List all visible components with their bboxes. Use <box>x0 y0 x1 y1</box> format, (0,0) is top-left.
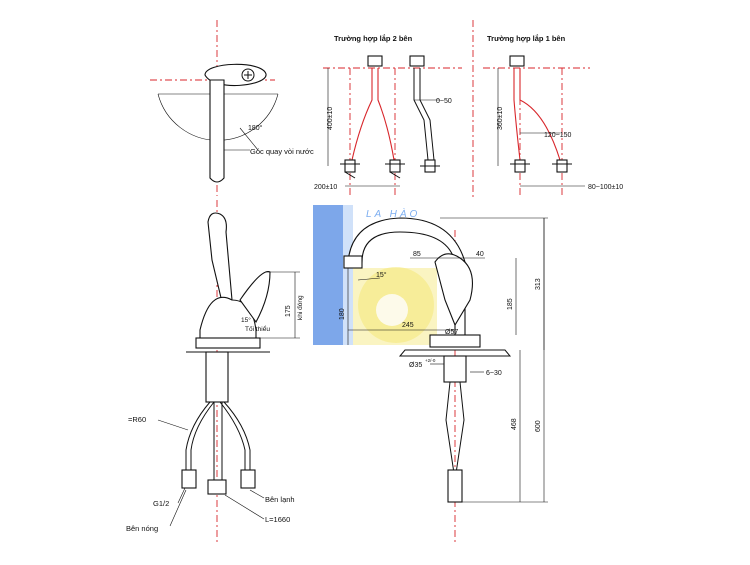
min-label: Tối thiểu <box>245 324 270 333</box>
hose-side-2 <box>413 68 429 161</box>
dim-313-label: 313 <box>535 278 542 290</box>
side-hose-left-2 <box>190 401 215 470</box>
front-base <box>429 334 481 348</box>
lever-knob <box>241 68 255 82</box>
side-hose-right <box>223 401 251 470</box>
dim-468-label: 468 <box>511 418 518 430</box>
valve-one-left <box>510 159 530 173</box>
side-angle-label: 15° <box>241 316 251 324</box>
leader-cold <box>249 489 265 499</box>
spout-angle-line <box>357 277 381 281</box>
hot-label: Bên nóng <box>126 524 158 533</box>
side-view: 175 khi đóng 15° Tối thiểu =R60 G1/2 Bên… <box>126 200 304 545</box>
top-view: 180° Góc quay vòi nước <box>150 20 314 196</box>
hose-radius-label: =R60 <box>128 415 146 424</box>
front-view: 15° 85 40 313 185 180 245 Ø57 Ø35 +2/-0 … <box>339 217 548 545</box>
leader-hot <box>169 489 187 527</box>
dim-85-label: 85 <box>413 251 421 258</box>
dim-40-label: 40 <box>476 251 484 258</box>
install-two-side: Trường hợp lắp 2 bên 400±10 0~50 200±10 <box>314 34 462 195</box>
side-hose-center <box>213 402 223 491</box>
two-side-title: Trường hợp lắp 2 bên <box>334 34 413 43</box>
dim-600-label: 600 <box>535 420 542 432</box>
front-counter <box>398 349 512 357</box>
side-shank <box>205 351 229 403</box>
height-label-1: 360±10 <box>497 107 504 130</box>
offset-label-1: 120~150 <box>544 132 572 139</box>
front-lever <box>434 253 473 327</box>
leader-radius <box>157 419 189 431</box>
rotation-caption: Góc quay vòi nước <box>250 147 314 156</box>
valve-left <box>340 159 360 179</box>
dim-base-label: Ø57 <box>445 329 458 336</box>
install-one-side: Trường hợp lắp 1 bên 360±10 120~150 80~1… <box>472 20 623 200</box>
valve-one-right <box>552 159 572 173</box>
leader-angle <box>239 127 259 151</box>
hose-hot-2 <box>351 68 373 161</box>
dim-thickness-label: 6~30 <box>486 370 502 377</box>
side-hose-right-2 <box>219 401 246 470</box>
leader-thread <box>177 487 186 504</box>
side-nut-left <box>181 469 197 489</box>
leader-length <box>224 494 265 520</box>
spacing-label-2: 200±10 <box>314 184 337 191</box>
hose-cold-1 <box>519 68 561 161</box>
dim-180-label: 180 <box>339 308 346 320</box>
front-hose-1 <box>445 381 456 481</box>
side-spout <box>207 212 233 303</box>
side-hose-left <box>185 401 211 470</box>
faucet-base-1 <box>509 55 525 67</box>
hose-length-label: L=1660 <box>265 515 290 524</box>
dim-245-label: 245 <box>402 322 414 329</box>
lever-height-label: 175 <box>285 305 292 317</box>
spacing-label-1: 80~100±10 <box>588 184 623 191</box>
offset-label-2: 0~50 <box>436 98 452 105</box>
side-nut-right <box>240 469 256 489</box>
side-weight <box>207 479 227 495</box>
logo-bar <box>313 205 343 345</box>
front-angle-label: 15° <box>376 271 387 279</box>
spout-top <box>209 79 225 183</box>
dim-hole-label: Ø35 <box>409 362 422 369</box>
front-shank <box>443 355 467 383</box>
front-nozzle <box>343 255 363 269</box>
dim-185-label: 185 <box>507 298 514 310</box>
valve-right <box>385 159 405 179</box>
logo-inner-circle <box>376 294 408 326</box>
cold-label: Bên lạnh <box>265 495 295 504</box>
front-nut <box>447 469 463 503</box>
valve-side <box>420 159 440 173</box>
dim-hole-tolerance: +2/-0 <box>425 358 436 363</box>
hose-cold-2 <box>377 68 395 161</box>
watermark-text: LA HÀO <box>366 207 420 220</box>
faucet-base-2 <box>367 55 383 67</box>
side-body <box>199 296 257 339</box>
side-base <box>195 337 261 349</box>
one-side-title: Trường hợp lắp 1 bên <box>487 34 566 43</box>
thread-label: G1/2 <box>153 499 169 508</box>
top-angle-label: 180° <box>248 124 263 132</box>
front-hose-2 <box>454 381 465 481</box>
hose-hot-1 <box>513 68 521 161</box>
lever-state-label: khi đóng <box>297 295 304 320</box>
faucet-base-2b <box>409 55 425 67</box>
height-label-2: 400±10 <box>327 107 334 130</box>
